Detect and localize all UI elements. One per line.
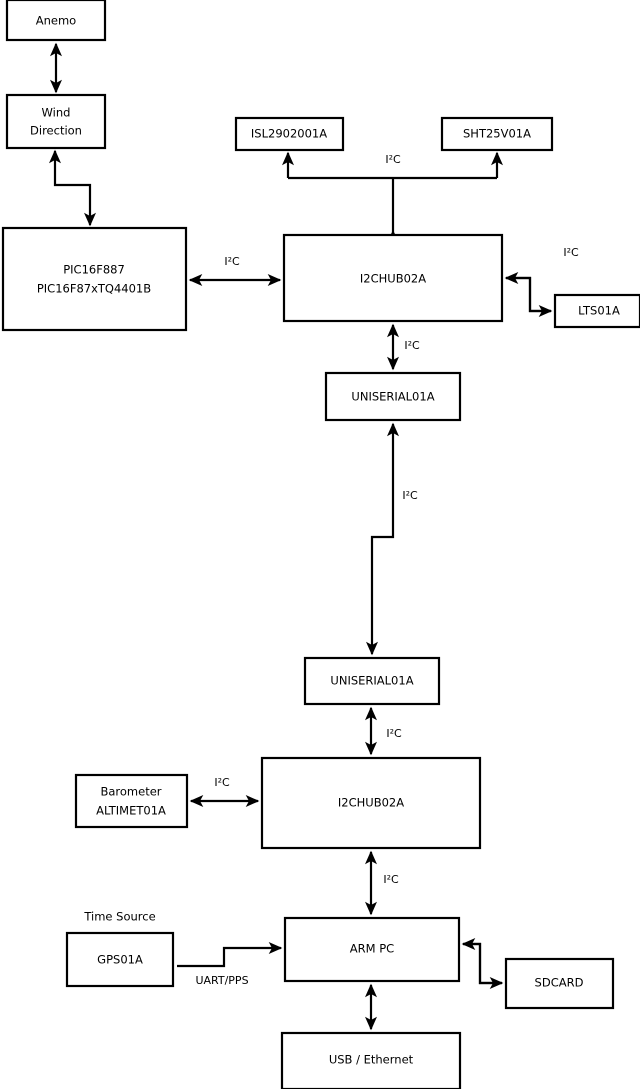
edge-label-hub-sensors: I²C (385, 153, 401, 166)
edge-label-hub-lts: I²C (563, 246, 579, 259)
node-sht25v01a[interactable]: SHT25V01A (440, 116, 554, 152)
edge-label-gps-armpc: UART/PPS (195, 974, 248, 987)
node-label-arm-pc: ARM PC (350, 942, 394, 956)
node-label-pic-line1: PIC16F887 (63, 263, 125, 277)
edge-label-hub2-armpc: I²C (383, 873, 399, 886)
node-isl2902001a[interactable]: ISL2902001A (234, 116, 345, 152)
node-i2chub02a-top[interactable]: I2CHUB02A (282, 233, 504, 323)
node-i2chub02a-bottom[interactable]: I2CHUB02A (260, 756, 482, 850)
node-lts01a[interactable]: LTS01A (553, 293, 640, 329)
node-label-sdcard: SDCARD (535, 976, 584, 990)
edge-gps-armpc: UART/PPS (177, 941, 283, 987)
edge-uniserial-link: I²C (365, 422, 418, 656)
edge-hub-sensors: I²C (281, 151, 504, 244)
node-barometer[interactable]: Barometer ALTIMET01A (74, 773, 189, 829)
edge-hub2-armpc: I²C (364, 850, 399, 916)
edge-armpc-sdcard (461, 937, 504, 990)
node-wind-direction[interactable]: Wind Direction (5, 93, 107, 150)
edge-hub-uniserial: I²C (386, 323, 420, 371)
node-label-sht25v01a: SHT25V01A (463, 127, 531, 141)
node-label-usb-ethernet: USB / Ethernet (329, 1053, 414, 1067)
node-sdcard[interactable]: SDCARD (504, 957, 615, 1010)
node-label-wind-direction-line2: Direction (30, 124, 82, 138)
node-label-pic-line2: PIC16F87xTQ4401B (37, 282, 151, 296)
node-label-uniserial01a-top: UNISERIAL01A (351, 390, 434, 404)
node-pic-mcu[interactable]: PIC16F887 PIC16F87xTQ4401B (1, 226, 188, 332)
edge-label-barometer-hub2: I²C (214, 776, 230, 789)
node-uniserial01a-top[interactable]: UNISERIAL01A (324, 371, 462, 422)
node-label-wind-direction-line1: Wind (42, 106, 71, 120)
node-gps01a[interactable]: GPS01A (65, 931, 175, 988)
edge-barometer-hub2: I²C (189, 776, 260, 808)
node-usb-ethernet[interactable]: USB / Ethernet (280, 1031, 462, 1089)
node-label-i2chub02a-bottom: I2CHUB02A (338, 796, 404, 810)
node-label-i2chub02a-top: I2CHUB02A (360, 272, 426, 286)
edge-label-uniserial-link: I²C (402, 489, 418, 502)
node-anemo[interactable]: Anemo (5, 0, 107, 42)
node-arm-pc[interactable]: ARM PC (283, 916, 461, 983)
node-label-anemo: Anemo (36, 14, 76, 28)
node-label-isl2902001a: ISL2902001A (251, 127, 327, 141)
node-label-barometer-line1: Barometer (100, 785, 161, 799)
edge-uniserial-hub2: I²C (364, 706, 402, 756)
node-label-barometer-line2: ALTIMET01A (96, 804, 166, 818)
node-label-gps01a: GPS01A (97, 953, 143, 967)
label-time-source: Time Source (83, 910, 155, 924)
edge-label-hub-uniserial: I²C (404, 339, 420, 352)
edge-pic-hub: I²C (188, 255, 282, 287)
node-uniserial01a-bottom[interactable]: UNISERIAL01A (303, 656, 441, 706)
node-label-lts01a: LTS01A (578, 304, 620, 318)
node-label-uniserial01a-bottom: UNISERIAL01A (330, 674, 413, 688)
edge-wind-pic (48, 149, 97, 227)
edge-label-pic-hub: I²C (224, 255, 240, 268)
edge-label-uniserial-hub2: I²C (386, 727, 402, 740)
edge-hub-lts: I²C (504, 246, 579, 318)
